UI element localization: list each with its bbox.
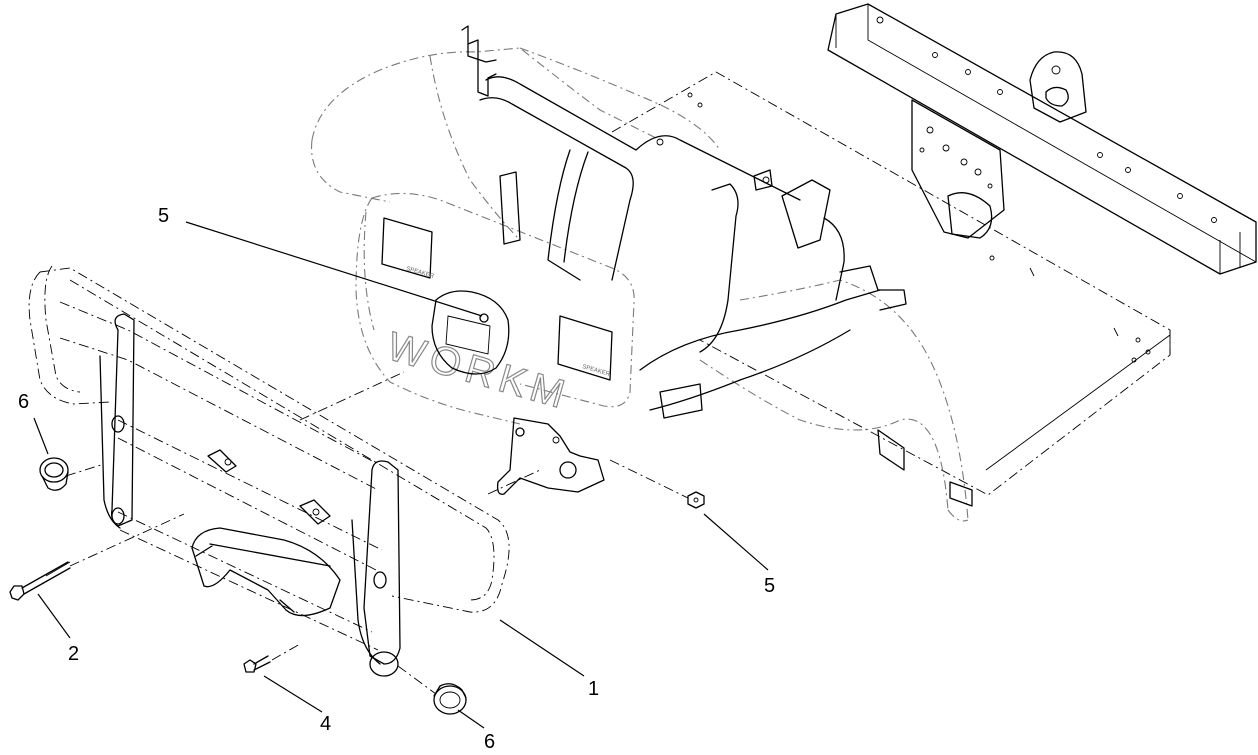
- callout-6-bottom: 6: [484, 731, 495, 753]
- cargo-box-outline: [311, 47, 969, 522]
- callout-1: 1: [588, 678, 599, 700]
- callout-4: 4: [320, 713, 331, 735]
- rear-frame-rail: [827, 3, 1257, 275]
- end-cap-bottom: [433, 683, 467, 715]
- long-bolt: [9, 561, 71, 601]
- callout-2: 2: [68, 643, 79, 665]
- rops-frame: [461, 25, 845, 353]
- short-bolt: [243, 655, 271, 673]
- callout-5-upper: 5: [158, 205, 169, 227]
- assembly-centerlines: [65, 371, 689, 695]
- leader-lines: [33, 221, 769, 729]
- center-plate: [611, 71, 1171, 496]
- end-cap-left: [39, 457, 69, 491]
- lock-nut-mounted: [479, 313, 489, 323]
- mounting-plate: [911, 99, 1005, 239]
- front-chassis: [496, 265, 973, 507]
- brush-guard: [28, 265, 510, 677]
- callout-6-left: 6: [18, 391, 29, 413]
- callout-5-lower: 5: [764, 575, 775, 597]
- vehicle-lettering: WORKM: [383, 324, 576, 418]
- lock-nut: [687, 491, 705, 509]
- front-cowl: SPEAKER SPEAKER WORKM: [355, 192, 635, 425]
